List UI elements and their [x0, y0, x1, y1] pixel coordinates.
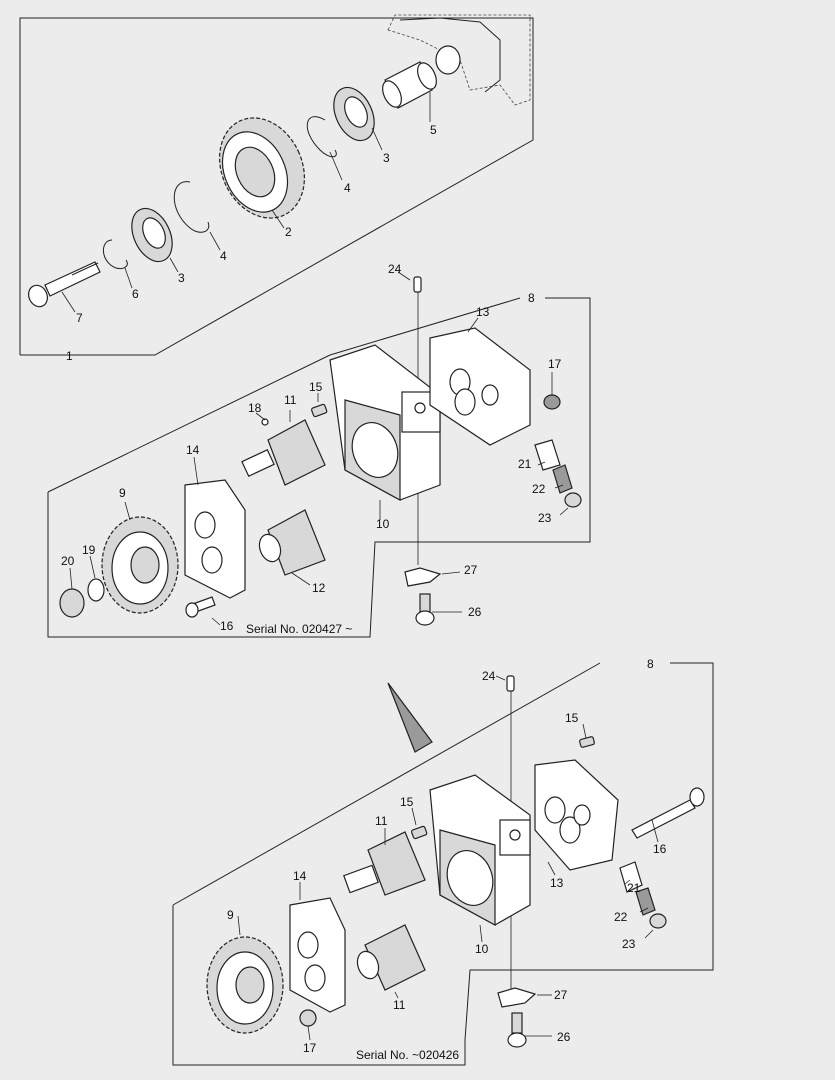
pin-15-lower — [411, 825, 428, 840]
callout-18: 18 — [248, 401, 262, 415]
callout-16-lower: 16 — [653, 842, 667, 856]
bolt-26 — [415, 593, 435, 626]
pump-gear-12 — [258, 509, 326, 576]
relief-valve — [534, 439, 582, 508]
drive-gear-9-lower — [206, 936, 284, 1034]
callout-8-lower: 8 — [647, 657, 654, 671]
callout-4-right: 4 — [344, 181, 351, 195]
block-bore — [435, 45, 461, 75]
callout-3-right: 3 — [383, 151, 390, 165]
callout-6: 6 — [132, 287, 139, 301]
bearing-left — [131, 207, 173, 263]
long-bolt-16 — [631, 787, 705, 839]
callout-14-lower: 14 — [293, 869, 307, 883]
callout-16: 16 — [220, 619, 234, 633]
lower-assembly: 8 9 10 11 11 13 14 15 15 16 17 21 22 23 … — [172, 657, 714, 1066]
lock-plate-27-lower — [497, 987, 537, 1008]
callout-1: 1 — [66, 349, 73, 363]
nut-20 — [59, 588, 85, 618]
bolt-16 — [185, 596, 216, 618]
nut-17 — [543, 394, 561, 410]
key-18 — [261, 418, 269, 426]
pin-15 — [311, 403, 328, 418]
callout-27-lower: 27 — [554, 988, 568, 1002]
callout-23: 23 — [538, 511, 552, 525]
callout-15: 15 — [309, 380, 323, 394]
callout-11-upper: 11 — [375, 814, 388, 828]
arrowhead-icon — [387, 682, 433, 753]
callout-7: 7 — [76, 311, 83, 325]
pump-cover-13 — [429, 327, 531, 446]
callout-23-lower: 23 — [622, 937, 636, 951]
callout-22: 22 — [532, 482, 546, 496]
callout-15-lower: 15 — [400, 795, 414, 809]
middle-leaders — [69, 271, 569, 626]
pump-gear-11-upper — [343, 831, 426, 896]
bushing — [382, 61, 437, 109]
snap-ring-6 — [103, 239, 128, 269]
drive-gear-9 — [101, 516, 179, 614]
bearing-right — [333, 86, 375, 142]
callout-21: 21 — [518, 457, 532, 471]
serial-number-old: Serial No. ~020426 — [356, 1048, 459, 1062]
callout-27: 27 — [464, 563, 478, 577]
callout-13: 13 — [476, 305, 490, 319]
callout-11-lower: 11 — [393, 998, 406, 1012]
callout-9: 9 — [119, 486, 126, 500]
callout-13-lower: 13 — [550, 876, 564, 890]
snap-ring-right — [306, 116, 337, 158]
lock-plate-27 — [404, 567, 442, 587]
engine-block — [387, 14, 531, 106]
callout-22-lower: 22 — [614, 910, 628, 924]
pump-body-lower — [429, 774, 531, 927]
middle-assembly: 8 9 10 11 12 13 14 15 16 17 18 19 20 21 … — [47, 262, 591, 638]
callout-20: 20 — [61, 554, 75, 568]
callout-21-lower: 21 — [627, 881, 641, 895]
callout-2: 2 — [285, 225, 292, 239]
nut-17-lower — [299, 1009, 317, 1027]
relief-valve-lower — [619, 861, 667, 929]
callout-15-upper: 15 — [565, 711, 579, 725]
callout-5: 5 — [430, 123, 437, 137]
snap-ring-left — [173, 181, 210, 233]
callout-8: 8 — [528, 291, 535, 305]
upper-leaders — [61, 92, 431, 313]
callout-26-lower: 26 — [557, 1030, 571, 1044]
callout-4-left: 4 — [220, 249, 227, 263]
callout-17-lower: 17 — [303, 1041, 317, 1055]
cover-plate-14-lower — [289, 897, 346, 1013]
callout-17: 17 — [548, 357, 562, 371]
callout-10-lower: 10 — [475, 942, 489, 956]
pump-body — [329, 344, 441, 502]
lower-leaders — [237, 675, 659, 1041]
callout-10: 10 — [376, 517, 390, 531]
callout-24-lower: 24 — [482, 669, 496, 683]
pump-gear-11-lower — [356, 924, 426, 991]
pin-15-upper — [579, 736, 595, 748]
upper-assembly: 1 2 3 3 4 4 5 6 7 — [19, 14, 534, 363]
helical-gear — [219, 117, 305, 219]
callout-9-lower: 9 — [227, 908, 234, 922]
shaft-bolt — [28, 261, 101, 308]
pump-gear-11 — [241, 419, 326, 486]
bolt-26-lower — [507, 1012, 527, 1048]
cover-plate-14 — [184, 479, 246, 599]
callout-12: 12 — [312, 581, 326, 595]
callout-19: 19 — [82, 543, 96, 557]
callout-14: 14 — [186, 443, 200, 457]
callout-11: 11 — [284, 393, 297, 407]
serial-number-new: Serial No. 020427 ~ — [246, 622, 352, 636]
callout-24: 24 — [388, 262, 402, 276]
callout-3-left: 3 — [178, 271, 185, 285]
washer-19 — [87, 578, 105, 602]
pump-cover-13-lower — [534, 759, 619, 871]
callout-26: 26 — [468, 605, 482, 619]
